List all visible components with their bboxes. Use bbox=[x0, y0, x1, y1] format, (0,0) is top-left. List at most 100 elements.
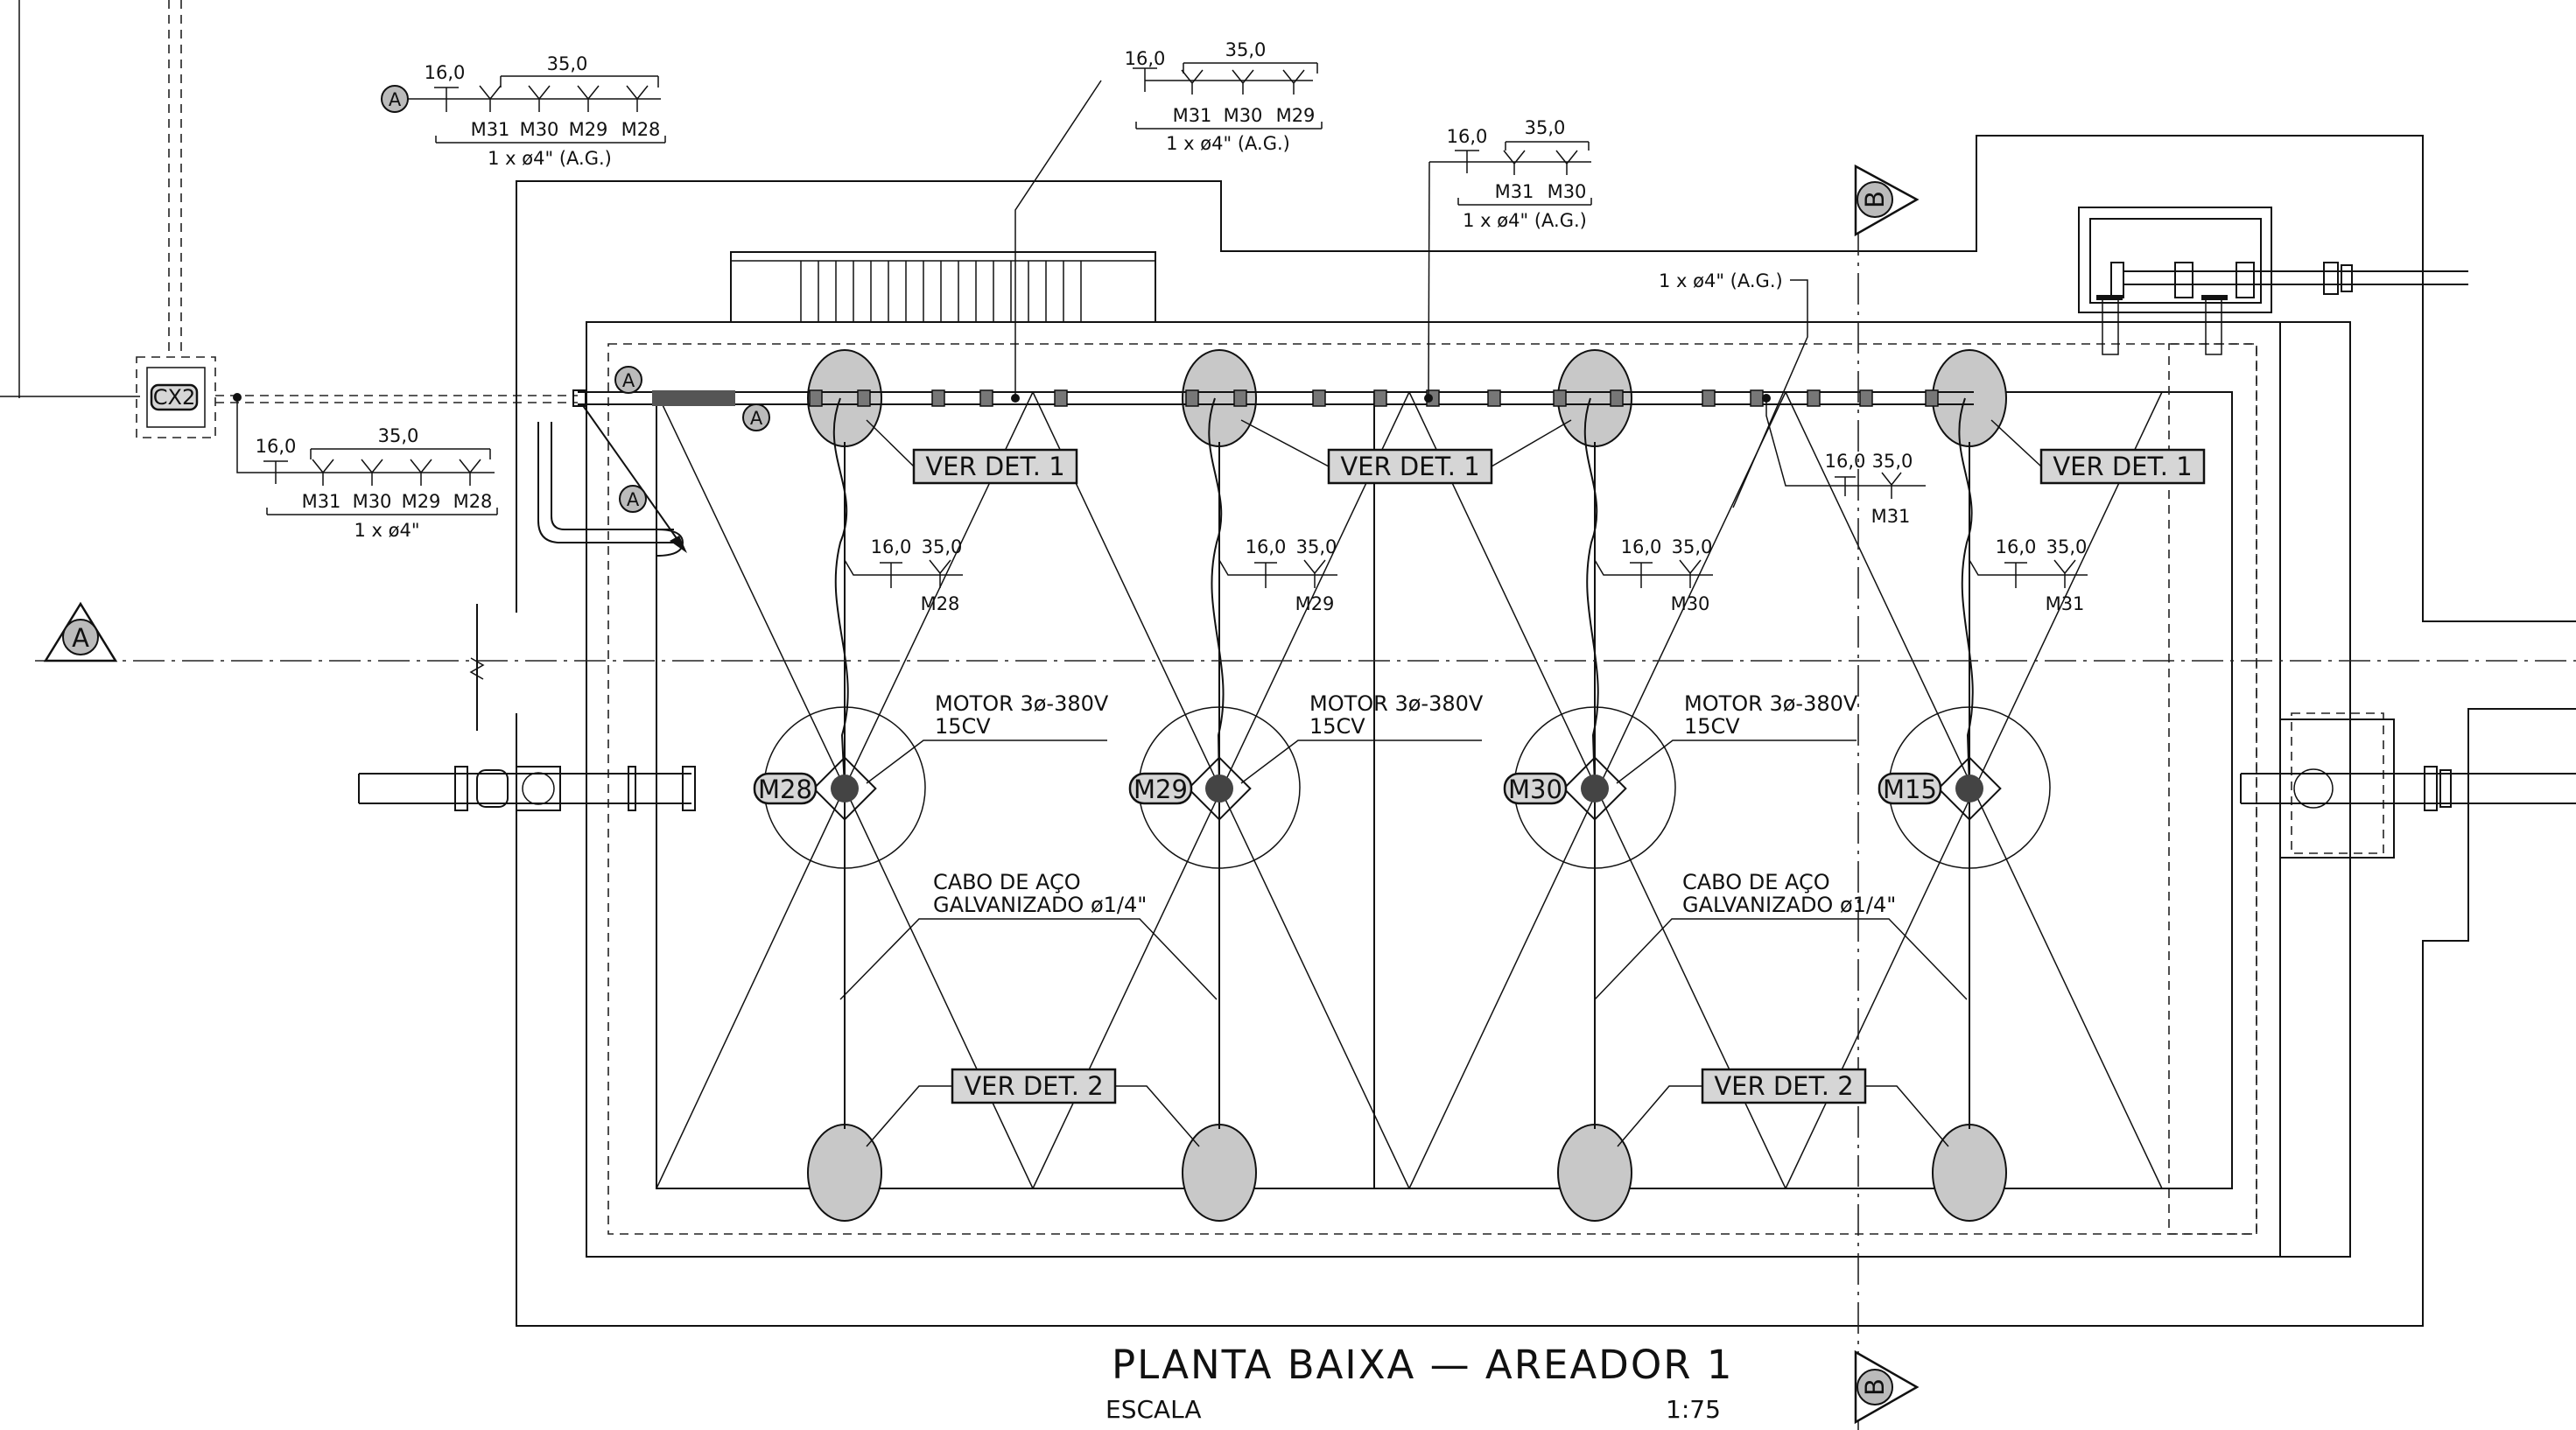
pipe-callout-right: 1 x ø4" (A.G.) bbox=[1659, 270, 1808, 508]
svg-text:GALVANIZADO ø1/4": GALVANIZADO ø1/4" bbox=[1682, 893, 1896, 917]
svg-text:16,0: 16,0 bbox=[1621, 536, 1662, 557]
outlet-valve-box bbox=[2078, 207, 2468, 355]
detail-ref-2a: VER DET. 2 bbox=[866, 1068, 1200, 1147]
tank-inner-wall bbox=[656, 391, 2233, 1189]
svg-text:M28: M28 bbox=[453, 491, 493, 512]
svg-text:VER DET. 2: VER DET. 2 bbox=[1714, 1071, 1853, 1101]
svg-text:M30: M30 bbox=[1548, 181, 1587, 202]
svg-text:16,0: 16,0 bbox=[1125, 48, 1166, 69]
air-manifold bbox=[572, 389, 1974, 553]
svg-text:M15: M15 bbox=[1883, 775, 1937, 804]
svg-text:35,0: 35,0 bbox=[1225, 39, 1267, 60]
drain-elbow bbox=[537, 422, 684, 557]
drawing-title: PLANTA BAIXA — AREADOR 1 bbox=[1112, 1342, 1733, 1388]
section-marker-b-bottom: B bbox=[1854, 1349, 1920, 1425]
svg-text:16,0: 16,0 bbox=[425, 62, 466, 83]
motor-note-3: MOTOR 3ø-380V 15CV bbox=[1616, 691, 1858, 784]
svg-text:1 x ø4": 1 x ø4" bbox=[354, 520, 419, 541]
tank-dashed-edge bbox=[607, 343, 2257, 1235]
cx2-box: CX2 bbox=[136, 356, 216, 438]
svg-text:16,0: 16,0 bbox=[1447, 126, 1488, 147]
detail-ref-1b: VER DET. 1 bbox=[1240, 419, 1572, 485]
feeder-callout-4: 16,0 35,0 M31 bbox=[1969, 536, 2088, 614]
svg-text:M30: M30 bbox=[520, 119, 559, 140]
svg-text:1 x ø4" (A.G.): 1 x ø4" (A.G.) bbox=[488, 148, 612, 169]
svg-text:1 x ø4" (A.G.): 1 x ø4" (A.G.) bbox=[1463, 210, 1587, 231]
cable-note-1: CABO DE AÇO GALVANIZADO ø1/4" bbox=[839, 870, 1218, 1000]
svg-text:35,0: 35,0 bbox=[378, 425, 419, 446]
aerator-column-4 bbox=[1888, 349, 2051, 1222]
svg-text:15CV: 15CV bbox=[1684, 714, 1740, 739]
svg-text:16,0: 16,0 bbox=[1996, 536, 2037, 557]
svg-text:M29: M29 bbox=[569, 119, 608, 140]
svg-text:M31: M31 bbox=[302, 491, 341, 512]
svg-text:A: A bbox=[627, 489, 640, 510]
tank-outer-wall bbox=[586, 321, 2351, 1258]
right-inlet bbox=[2240, 712, 2576, 859]
svg-text:15CV: 15CV bbox=[1309, 714, 1365, 739]
feeder-callout-2: 16,0 35,0 M29 bbox=[1218, 536, 1337, 614]
svg-text:VER DET. 2: VER DET. 2 bbox=[964, 1071, 1103, 1101]
svg-text:M30: M30 bbox=[1508, 775, 1562, 804]
svg-text:35,0: 35,0 bbox=[922, 536, 963, 557]
svg-text:M31: M31 bbox=[2046, 593, 2085, 614]
scale-value: 1:75 bbox=[1666, 1395, 1721, 1424]
detail-tags-a: A A A A bbox=[381, 85, 770, 513]
feeder-callout-1: 16,0 35,0 M28 bbox=[844, 536, 963, 614]
svg-text:16,0: 16,0 bbox=[1825, 451, 1866, 472]
svg-text:M31: M31 bbox=[471, 119, 510, 140]
svg-text:A: A bbox=[72, 623, 89, 653]
pipe-callout-branch: 16,0 35,0 M31 bbox=[1765, 398, 1926, 527]
aerator-label-m29: M29 bbox=[1128, 772, 1193, 805]
svg-text:M29: M29 bbox=[1276, 105, 1316, 126]
svg-text:M29: M29 bbox=[1134, 775, 1188, 804]
svg-text:1 x ø4" (A.G.): 1 x ø4" (A.G.) bbox=[1166, 133, 1290, 154]
svg-text:M30: M30 bbox=[1671, 593, 1710, 614]
title-block: PLANTA BAIXA — AREADOR 1 ESCALA 1:75 bbox=[1106, 1342, 1733, 1424]
svg-text:MOTOR 3ø-380V: MOTOR 3ø-380V bbox=[1684, 691, 1858, 716]
svg-text:35,0: 35,0 bbox=[1872, 451, 1913, 472]
svg-text:M30: M30 bbox=[353, 491, 392, 512]
detail-ref-1a: VER DET. 1 bbox=[866, 419, 1078, 485]
svg-text:MOTOR 3ø-380V: MOTOR 3ø-380V bbox=[1309, 691, 1484, 716]
aerator-column-1 bbox=[763, 349, 926, 1222]
left-conduit bbox=[0, 0, 182, 398]
pipe-callout-top-mid: 16,0 35,0 M31 M30 M29 1 x ø4" (A.G.) bbox=[1014, 39, 1323, 398]
svg-text:VER DET. 1: VER DET. 1 bbox=[1340, 452, 1479, 481]
motor-note-2: MOTOR 3ø-380V 15CV bbox=[1240, 691, 1484, 784]
building-outline bbox=[516, 135, 2576, 1327]
svg-text:35,0: 35,0 bbox=[1672, 536, 1713, 557]
detail-ref-2b: VER DET. 2 bbox=[1617, 1068, 1949, 1147]
left-inlet-pipe bbox=[358, 766, 696, 811]
svg-text:16,0: 16,0 bbox=[256, 436, 297, 457]
svg-text:16,0: 16,0 bbox=[871, 536, 912, 557]
svg-text:CABO DE AÇO: CABO DE AÇO bbox=[1682, 870, 1830, 894]
svg-text:GALVANIZADO ø1/4": GALVANIZADO ø1/4" bbox=[933, 893, 1147, 917]
svg-text:35,0: 35,0 bbox=[2046, 536, 2088, 557]
svg-text:VER DET. 1: VER DET. 1 bbox=[2053, 452, 2192, 481]
svg-text:A: A bbox=[389, 89, 402, 110]
pipe-callout-top-right: 16,0 35,0 M31 M30 1 x ø4" (A.G.) bbox=[1428, 117, 1592, 399]
svg-text:35,0: 35,0 bbox=[1525, 117, 1566, 138]
svg-text:MOTOR 3ø-380V: MOTOR 3ø-380V bbox=[935, 691, 1109, 716]
svg-text:M30: M30 bbox=[1224, 105, 1263, 126]
section-marker-a: A bbox=[43, 601, 118, 662]
svg-text:35,0: 35,0 bbox=[1296, 536, 1337, 557]
aerator-column-2 bbox=[1138, 349, 1301, 1222]
cx2-label: CX2 bbox=[153, 385, 195, 410]
motor-note-1: MOTOR 3ø-380V 15CV bbox=[866, 691, 1109, 784]
svg-text:M28: M28 bbox=[621, 119, 661, 140]
aerator-label-m15: M15 bbox=[1878, 772, 1942, 805]
svg-text:15CV: 15CV bbox=[935, 714, 991, 739]
pipe-callout-left-low: 16,0 35,0 M31 M30 M29 M28 1 x ø4" bbox=[236, 397, 498, 541]
svg-text:1 x ø4" (A.G.): 1 x ø4" (A.G.) bbox=[1659, 270, 1783, 291]
svg-text:A: A bbox=[750, 408, 763, 429]
svg-text:CABO DE AÇO: CABO DE AÇO bbox=[933, 870, 1081, 894]
svg-text:A: A bbox=[622, 370, 635, 391]
stairs bbox=[730, 251, 1156, 323]
svg-text:B: B bbox=[1860, 1378, 1890, 1396]
aerator-label-m30: M30 bbox=[1503, 772, 1568, 805]
svg-text:B: B bbox=[1860, 191, 1890, 208]
svg-text:35,0: 35,0 bbox=[547, 53, 588, 74]
